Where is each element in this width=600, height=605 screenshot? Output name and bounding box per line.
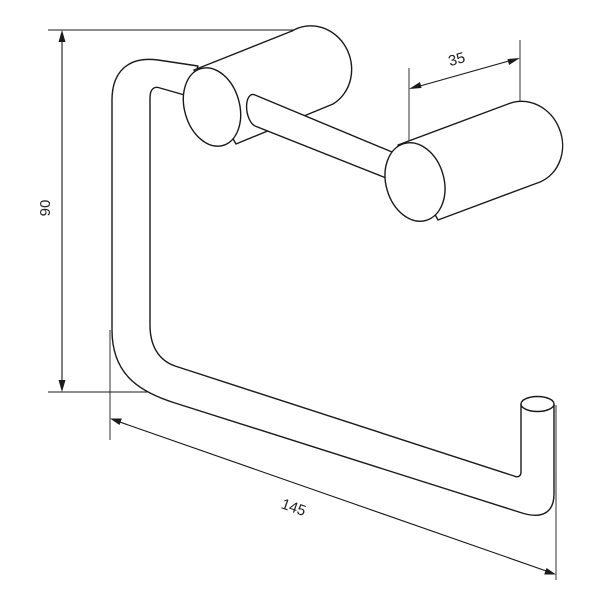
height-arrow-bottom [58,380,66,392]
front-cap-face [384,142,446,222]
wall-mount-front-face [182,67,242,147]
length-dimension-line [113,419,553,574]
length-arrow-left [110,418,122,425]
depth-arrow-right [507,58,520,65]
wall-mount [182,25,353,147]
holder-bar [111,58,555,516]
depth-dimension-line [412,58,517,89]
length-dimension-label: 145 [279,496,308,520]
depth-dimension-label: 35 [446,49,467,70]
connecting-rod [245,93,393,179]
rod-body [245,93,393,179]
extension-lines [48,29,557,580]
u-bar-outline [111,58,555,516]
depth-dimension: 35 [409,49,520,89]
depth-arrow-left [409,82,422,89]
length-arrow-right [544,568,556,575]
height-dimension-label: 90 [37,200,54,217]
height-arrow-top [58,30,66,42]
bar-end-cap [520,395,555,413]
front-cap [384,100,564,222]
height-dimension: 90 [37,30,66,392]
